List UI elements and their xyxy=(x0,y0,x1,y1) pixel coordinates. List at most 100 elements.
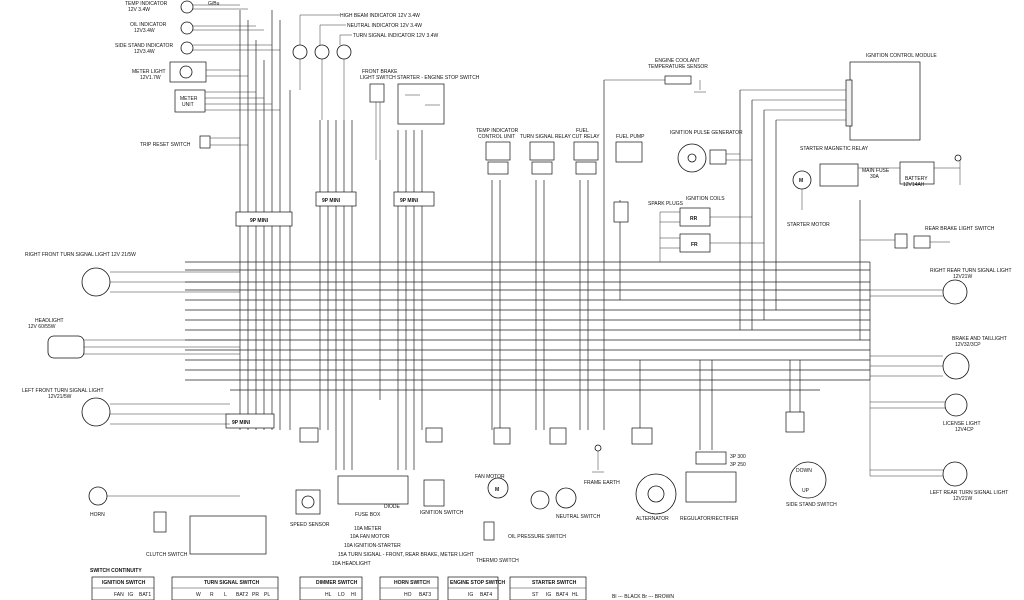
table-col: IG xyxy=(128,592,133,598)
switch-continuity: SWITCH CONTINUITY IGNITION SWITCH FAN IG… xyxy=(90,568,674,600)
horn-label: HORN xyxy=(90,512,105,518)
table-col: HL xyxy=(572,592,579,598)
table-col: ST xyxy=(532,592,538,598)
left-front-turn-bulb xyxy=(81,397,111,427)
rear-brake-label: REAR BRAKE LIGHT SWITCH xyxy=(925,226,995,232)
pulse-generator: IGNITION PULSE GENERATOR xyxy=(670,130,752,173)
fan-motor-label: FAN MOTOR xyxy=(475,474,505,480)
table-col: W xyxy=(196,592,201,598)
license-light-bulb xyxy=(944,393,968,417)
right-front-turn-label: RIGHT FRONT TURN SIGNAL LIGHT 12V 21/5W xyxy=(25,252,136,258)
pulse-gen-sensor xyxy=(709,149,727,165)
handlebar-switch-block xyxy=(189,515,267,555)
table-title: ENGINE STOP SWITCH xyxy=(450,580,505,586)
table-col: BAT4 xyxy=(556,592,568,598)
connector-label: 9P MINI xyxy=(322,198,341,204)
battery-rating: 12V14AH xyxy=(903,182,925,188)
oil-pressure-label: OIL PRESSURE SWITCH xyxy=(508,534,566,540)
alternator: ALTERNATOR xyxy=(631,427,677,522)
fan-motor: FAN MOTOR M THERMO SWITCH xyxy=(475,427,519,564)
table-engine-stop-switch xyxy=(447,576,499,600)
table-title: TURN SIGNAL SWITCH xyxy=(204,580,260,586)
right-rear-turn-label: RIGHT REAR TURN SIGNAL LIGHT xyxy=(930,268,1012,274)
oil-indicator-rating: 12V3.4W xyxy=(134,28,155,34)
table-col: IG xyxy=(546,592,551,598)
temp-unit-label-2: CONTROL UNIT xyxy=(478,134,515,140)
table-col: IG xyxy=(468,592,473,598)
fuse-2: 10A FAN MOTOR xyxy=(350,534,390,540)
connector-label: 3P 250 xyxy=(730,462,746,468)
switch-continuity-title: SWITCH CONTINUITY xyxy=(90,568,142,574)
coolant-sensor-body xyxy=(664,75,692,85)
regulator-body xyxy=(685,471,737,503)
rear-brake-switch-body xyxy=(913,235,931,249)
table-col: BAT1 xyxy=(139,592,151,598)
speed-connector xyxy=(299,427,319,443)
coil-rr-label: RR xyxy=(690,216,698,222)
connector-block xyxy=(393,191,435,207)
right-rear-turn-rating: 12V21W xyxy=(953,274,972,280)
turn-indicator-label: TURN SIGNAL INDICATOR 12V 3.4W xyxy=(353,33,438,39)
indicator-group: TEMP INDICATOR 12V 3.4W G/Bu OIL INDICAT… xyxy=(115,0,280,149)
alternator-stator xyxy=(647,485,665,503)
front-brake-label-2: LIGHT SWITCH xyxy=(360,75,396,81)
temp-indicator-rating: 12V 3.4W xyxy=(128,7,150,13)
harness-bus xyxy=(185,10,871,470)
motor-glyph: M xyxy=(495,487,499,493)
left-rear-turn-rating: 12V21W xyxy=(953,496,972,502)
connector-9p-center: 9P MINI xyxy=(315,191,357,207)
left-rear-turn-label: LEFT REAR TURN SIGNAL LIGHT xyxy=(930,490,1008,496)
connector-label: 9P MINI xyxy=(400,198,419,204)
connector-block xyxy=(315,191,357,207)
connector-9p-left: 9P MINI xyxy=(235,211,293,227)
fuel-pump-body xyxy=(615,141,643,163)
table-col: BAT4 xyxy=(480,592,492,598)
ignition-connector xyxy=(425,427,443,443)
fuel-cut-label: FUEL xyxy=(576,128,589,134)
table-title: IGNITION SWITCH xyxy=(102,580,146,586)
turn-indicator-bulb xyxy=(336,44,352,60)
starter-engine-stop-label: STARTER - ENGINE STOP SWITCH xyxy=(397,75,480,81)
main-fuse-label: MAIN FUSE xyxy=(862,168,890,174)
right-front-turn: RIGHT FRONT TURN SIGNAL LIGHT 12V 21/5W xyxy=(25,252,240,297)
temp-indicator-bulb xyxy=(180,0,194,14)
horn: HORN xyxy=(88,486,240,518)
earth-terminal xyxy=(594,444,602,452)
table-col: BAT2 xyxy=(236,592,248,598)
fuel-cut-label-2: CUT RELAY xyxy=(572,134,600,140)
thermo-switch-label: THERMO SWITCH xyxy=(476,558,519,564)
table-horn-switch xyxy=(379,576,439,600)
wire-code: G/Bu xyxy=(208,1,220,7)
table-col: PL xyxy=(264,592,270,598)
connector-label: 9P MINI xyxy=(232,420,251,426)
front-brake-label: FRONT BRAKE xyxy=(362,69,398,75)
ignition-module-body xyxy=(849,61,921,141)
fuse-box: FUSE BOX DIODE 10A METER 10A FAN MOTOR 1… xyxy=(332,475,474,567)
meter-unit-label-2: UNIT xyxy=(182,102,194,108)
relay-connector xyxy=(487,161,509,175)
connector-label: 3P 300 xyxy=(730,454,746,460)
headlight: HEADLIGHT 12V 60/55W xyxy=(28,318,240,359)
license-light: LICENSE LIGHT 12V4CP xyxy=(870,393,981,433)
brake-taillight-bulb xyxy=(942,352,970,380)
side-stand-indicator-rating: 12V3.4W xyxy=(134,49,155,55)
fuse-5: 10A HEADLIGHT xyxy=(332,561,371,567)
speed-sensor-core xyxy=(301,495,315,509)
table-col: HO xyxy=(404,592,412,598)
neutral-bulb xyxy=(314,44,330,60)
high-beam-label: HIGH BEAM INDICATOR 12V 3.4W xyxy=(340,13,420,19)
clutch-switch-body xyxy=(153,511,167,533)
brake-taillight-label: BRAKE AND TAILLIGHT xyxy=(952,336,1007,342)
ss-down-label: DOWN xyxy=(796,468,812,474)
trip-reset-switch xyxy=(199,135,211,149)
neutral-switch-label: NEUTRAL SWITCH xyxy=(556,514,601,520)
oil-indicator-bulb xyxy=(180,21,194,35)
frame-earth: FRAME EARTH xyxy=(584,444,620,486)
fan-motor-body xyxy=(487,477,509,499)
table-turn-signal-switch xyxy=(171,576,279,600)
license-light-label: LICENSE LIGHT xyxy=(943,421,981,427)
top-indicators: HIGH BEAM INDICATOR 12V 3.4W NEUTRAL IND… xyxy=(292,13,438,120)
alternator-label: ALTERNATOR xyxy=(636,516,669,522)
starter-engine-stop-body xyxy=(397,83,445,125)
left-front-turn: LEFT FRONT TURN SIGNAL LIGHT 12V21/5W xyxy=(22,388,230,427)
